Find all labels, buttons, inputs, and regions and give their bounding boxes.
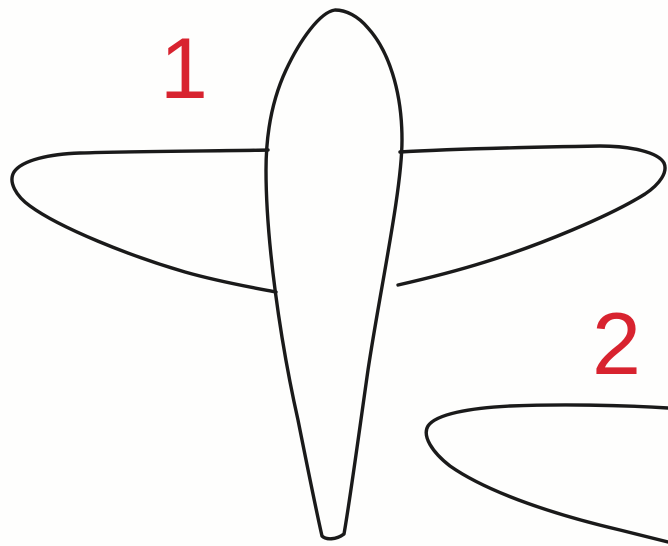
step-1-label: 1 xyxy=(160,26,208,112)
right-wing-outline xyxy=(398,146,665,285)
left-wing-outline xyxy=(12,150,276,292)
second-wing-outline xyxy=(426,405,668,542)
step-2-label: 2 xyxy=(592,300,641,388)
fuselage-outline xyxy=(266,10,402,539)
